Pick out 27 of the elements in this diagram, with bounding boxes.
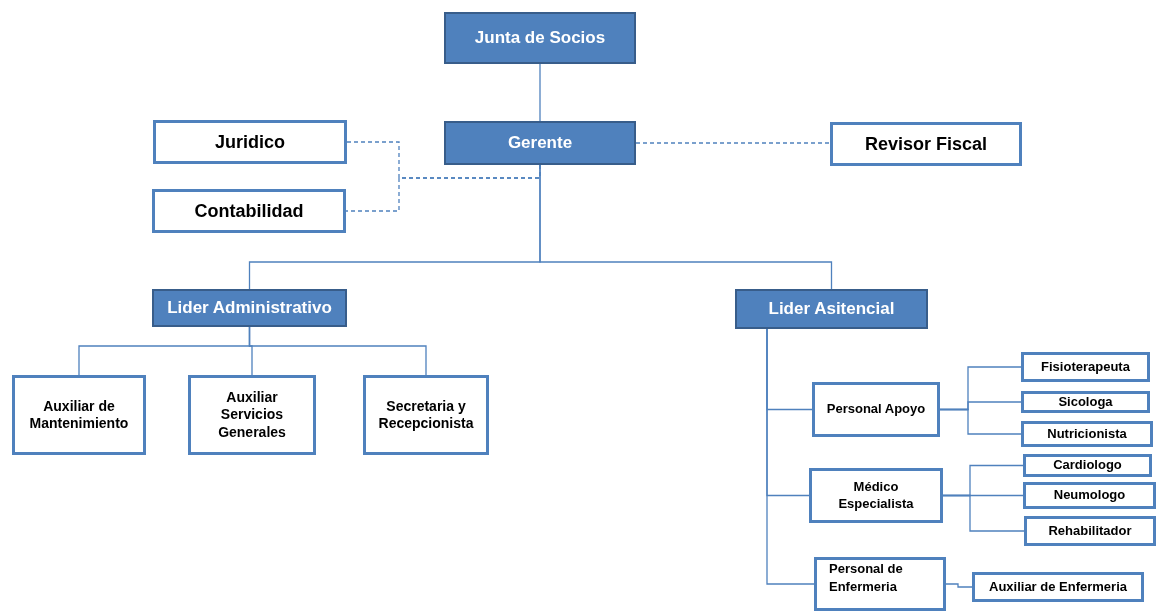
role-box: Rehabilitador bbox=[1024, 516, 1156, 546]
role-box: Auxiliar Servicios Generales bbox=[188, 375, 316, 455]
role-box: Cardiologo bbox=[1023, 454, 1152, 477]
position-box: Gerente bbox=[444, 121, 636, 165]
role-box: Contabilidad bbox=[152, 189, 346, 233]
connector-line bbox=[248, 326, 427, 376]
role-box: Nutricionista bbox=[1021, 421, 1153, 447]
role-box: Neumologo bbox=[1023, 482, 1156, 509]
role-box: Médico Especialista bbox=[809, 468, 943, 523]
role-box: Juridico bbox=[153, 120, 347, 164]
connector-line bbox=[539, 63, 541, 122]
role-box: Fisioterapeuta bbox=[1021, 352, 1150, 382]
role-box: Personal Apoyo bbox=[812, 382, 940, 437]
role-box: Auxiliar de Enfermeria bbox=[972, 572, 1144, 602]
connector-line bbox=[766, 328, 815, 585]
role-box: Secretaria y Recepcionista bbox=[363, 375, 489, 455]
role-box: Personal de Enfermeria bbox=[814, 557, 946, 611]
connector-line bbox=[635, 142, 831, 144]
role-box: Sicologa bbox=[1021, 391, 1150, 413]
position-box: Lider Administrativo bbox=[152, 289, 347, 327]
role-box: Auxiliar de Mantenimiento bbox=[12, 375, 146, 455]
connector-line bbox=[945, 583, 973, 588]
position-box: Lider Asitencial bbox=[735, 289, 928, 329]
connector-line bbox=[942, 494, 1025, 532]
connector-line bbox=[939, 408, 1022, 435]
position-box: Junta de Socios bbox=[444, 12, 636, 64]
role-box: Revisor Fiscal bbox=[830, 122, 1022, 166]
